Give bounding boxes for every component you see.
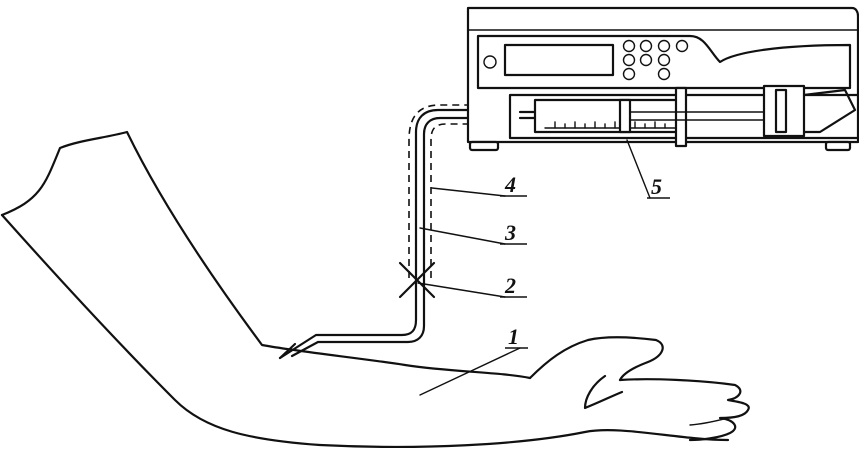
pump-foot-left	[468, 140, 500, 152]
hand-palm-crease	[583, 374, 624, 410]
syringe-pump	[466, 6, 859, 152]
tubing-lumen-right	[430, 123, 500, 278]
hand-finger-crease	[689, 417, 729, 426]
catheter-needle	[278, 342, 297, 360]
callout-2: 2	[504, 273, 516, 298]
arm-illustration	[0, 130, 750, 448]
keypad-button	[657, 39, 671, 53]
pump-display	[503, 43, 615, 77]
callout-leaders	[417, 139, 670, 396]
syringe-piston	[618, 98, 632, 134]
leader-5	[626, 139, 651, 199]
arm-lower-outline	[0, 213, 730, 448]
callout-1: 1	[508, 324, 519, 349]
callout-3: 3	[504, 220, 516, 245]
syringe	[518, 86, 766, 148]
pump-foot-right	[824, 140, 852, 152]
tubing-lumen-left	[408, 104, 500, 278]
hand-fingers-outline	[618, 378, 750, 442]
hand-thumb-outline	[528, 336, 664, 382]
pusher-clamp	[774, 88, 788, 134]
syringe-ticks	[554, 121, 666, 129]
callout-4: 4	[504, 172, 516, 197]
tubing-outer	[278, 108, 512, 360]
keypad-button	[657, 67, 671, 81]
syringe-flange	[674, 86, 688, 148]
pusher-arm	[802, 88, 857, 134]
syringe-plunger-rod	[629, 111, 766, 121]
leader-2	[417, 282, 506, 298]
pump-keypad	[622, 39, 689, 81]
keypad-button	[622, 53, 636, 67]
keypad-button	[622, 67, 636, 81]
leader-3	[419, 227, 506, 245]
pump-pusher	[762, 84, 857, 138]
keypad-button	[622, 39, 636, 53]
tubing-clamp	[398, 261, 436, 299]
arm-upper-outline	[0, 130, 532, 380]
leader-4	[431, 187, 506, 197]
callout-5: 5	[651, 174, 662, 199]
power-button	[483, 55, 497, 69]
syringe-barrel	[533, 98, 687, 134]
keypad-button	[657, 53, 671, 67]
keypad-button	[675, 39, 689, 53]
leader-1	[419, 347, 521, 396]
pump-top-panel	[467, 7, 859, 31]
callout-labels: 1 2 3 4 5	[504, 172, 662, 349]
syringe-tip	[518, 110, 537, 120]
tubing-inner	[290, 116, 512, 358]
keypad-button	[639, 39, 653, 53]
keypad-button	[639, 53, 653, 67]
